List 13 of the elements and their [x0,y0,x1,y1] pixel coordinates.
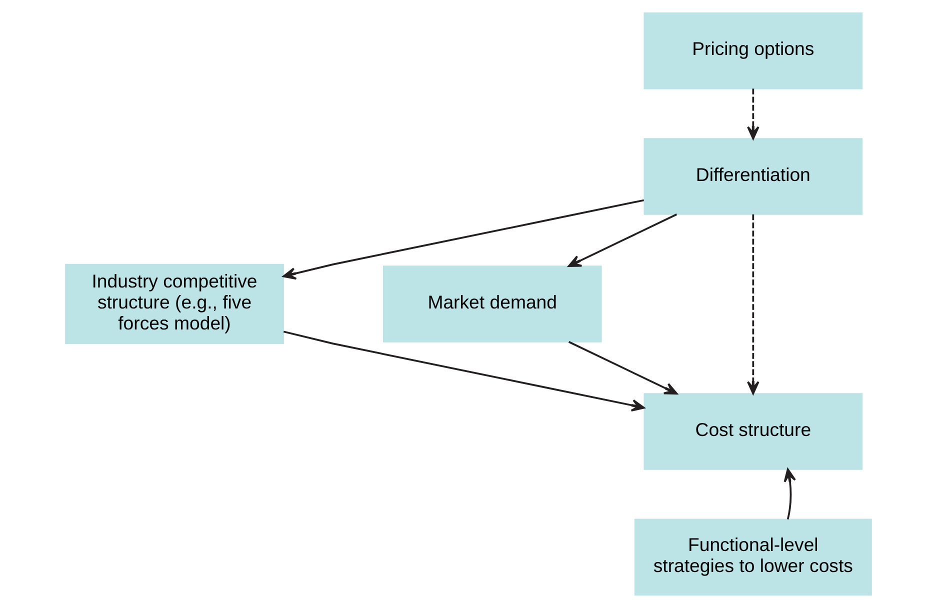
node-box: Pricing options [644,12,863,90]
arrow [283,330,645,412]
arrow [747,88,760,140]
node-box: Industry competitive structure (e.g., five forces model) [65,264,284,344]
arrow [568,341,678,395]
node-box: Functional-level strategies to lower costs [634,518,872,596]
arrow [784,468,796,520]
node-box: Differentiation [644,138,863,215]
node-box: Cost structure [644,393,863,470]
arrow [282,199,644,280]
node-box: Market demand [382,266,602,342]
arrow [568,214,678,268]
arrow [747,214,760,394]
